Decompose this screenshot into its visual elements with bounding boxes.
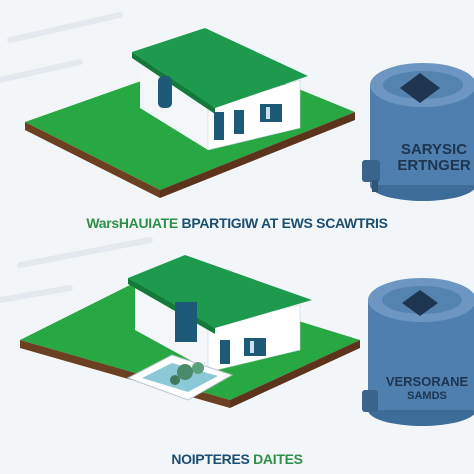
bottom-caption-part2: DAITES <box>253 451 303 467</box>
top-caption: WarsHAUIATE BPARTIGIW AT EWS SCAWTRIS <box>0 215 474 231</box>
top-tank-label-line2: ERTNGER <box>397 157 471 174</box>
top-water-tank <box>362 63 474 201</box>
top-tank-label: SARYSIC ERTNGER <box>392 142 474 174</box>
bottom-tank-label-line2: SAMDS <box>407 390 447 402</box>
bottom-caption: NOIPTERES DAITES <box>0 451 474 467</box>
background-streaks <box>0 12 153 303</box>
top-caption-part2: HAUIATE <box>118 215 178 231</box>
door-icon <box>158 76 172 108</box>
bottom-tank-label: VERSORANE SAMDS <box>380 374 474 404</box>
bottom-house <box>128 255 312 373</box>
top-caption-part4: AT <box>260 215 278 231</box>
top-tank-label-line1: SARYSIC <box>400 141 468 158</box>
top-caption-part5: EWS SCAWTRIS <box>281 215 388 231</box>
window-icon <box>244 338 266 356</box>
bottom-tank-label-line1: VERSORANE <box>385 374 469 389</box>
bottom-water-tank <box>362 278 474 426</box>
window-icon <box>260 104 282 122</box>
top-caption-part1: Wars <box>86 215 119 231</box>
garden-planter <box>126 354 234 401</box>
bottom-caption-part1: NOIPTERES <box>171 451 250 467</box>
top-house <box>132 28 308 151</box>
top-caption-part3: BPARTIGIW <box>181 215 259 231</box>
